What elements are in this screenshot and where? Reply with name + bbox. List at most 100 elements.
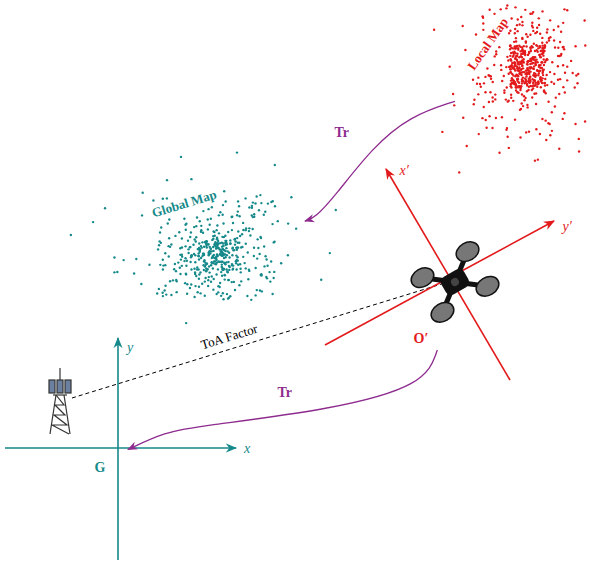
map-point bbox=[551, 61, 553, 63]
map-point bbox=[162, 295, 164, 297]
map-point bbox=[194, 261, 196, 263]
map-point bbox=[183, 218, 185, 220]
map-point bbox=[70, 234, 72, 236]
map-point bbox=[575, 74, 577, 76]
map-point bbox=[258, 253, 260, 255]
map-point bbox=[453, 104, 455, 106]
map-point bbox=[148, 264, 150, 266]
map-point bbox=[547, 122, 549, 124]
map-point bbox=[215, 247, 217, 249]
map-point bbox=[274, 164, 276, 166]
map-point bbox=[190, 283, 192, 285]
node-heading: Global Map bbox=[150, 188, 218, 221]
map-point bbox=[216, 237, 218, 239]
map-point bbox=[523, 45, 525, 47]
map-point bbox=[533, 43, 535, 45]
map-point bbox=[224, 256, 226, 258]
map-point bbox=[528, 78, 530, 80]
map-point bbox=[189, 236, 191, 238]
map-point bbox=[232, 247, 234, 249]
map-point bbox=[158, 288, 160, 290]
map-point bbox=[521, 21, 523, 23]
map-point bbox=[557, 55, 559, 57]
map-point bbox=[564, 91, 566, 93]
map-point bbox=[214, 263, 216, 265]
map-point bbox=[202, 210, 204, 212]
map-point bbox=[198, 255, 200, 257]
map-point bbox=[532, 11, 534, 13]
map-point bbox=[517, 86, 519, 88]
map-point bbox=[184, 257, 186, 259]
map-point bbox=[201, 246, 203, 248]
map-point bbox=[512, 74, 514, 76]
map-point bbox=[258, 209, 260, 211]
map-point bbox=[482, 29, 484, 31]
map-point bbox=[184, 245, 186, 247]
map-point bbox=[570, 60, 572, 62]
map-point bbox=[490, 78, 492, 80]
map-point bbox=[534, 79, 536, 81]
map-point bbox=[164, 264, 166, 266]
map-point bbox=[559, 78, 561, 80]
map-point bbox=[237, 210, 239, 212]
map-point bbox=[519, 136, 521, 138]
map-point bbox=[200, 231, 202, 233]
map-point bbox=[196, 268, 198, 270]
map-point bbox=[206, 240, 208, 242]
map-point bbox=[241, 246, 243, 248]
map-point bbox=[525, 69, 527, 71]
toa-line bbox=[72, 282, 448, 398]
map-point bbox=[251, 205, 253, 207]
map-point bbox=[500, 69, 502, 71]
map-point bbox=[254, 267, 256, 269]
map-point bbox=[512, 47, 514, 49]
map-point bbox=[541, 37, 543, 39]
map-point bbox=[231, 281, 233, 283]
map-point bbox=[511, 62, 513, 64]
map-point bbox=[510, 52, 512, 54]
map-point bbox=[517, 63, 519, 65]
map-point bbox=[204, 277, 206, 279]
edge-label: Tr bbox=[276, 385, 295, 400]
map-point bbox=[551, 130, 553, 132]
map-point bbox=[516, 24, 518, 26]
map-point bbox=[217, 285, 219, 287]
map-point bbox=[166, 197, 168, 199]
map-point bbox=[495, 50, 497, 52]
map-point bbox=[260, 274, 262, 276]
map-point bbox=[194, 285, 196, 287]
map-point bbox=[190, 254, 192, 256]
map-point bbox=[237, 200, 239, 202]
map-point bbox=[538, 24, 540, 26]
node-heading: G bbox=[95, 460, 106, 475]
map-point bbox=[547, 101, 549, 103]
map-point bbox=[239, 268, 241, 270]
map-point bbox=[203, 269, 205, 271]
map-point bbox=[527, 60, 529, 62]
map-point bbox=[486, 67, 488, 69]
map-point bbox=[489, 91, 491, 93]
map-point bbox=[174, 235, 176, 237]
map-point bbox=[544, 84, 546, 86]
map-point bbox=[201, 241, 203, 243]
map-point bbox=[156, 292, 158, 294]
map-point bbox=[231, 229, 233, 231]
map-point bbox=[221, 275, 223, 277]
map-point bbox=[196, 216, 198, 218]
map-point bbox=[249, 234, 251, 236]
map-point bbox=[484, 76, 486, 78]
map-point bbox=[222, 222, 224, 224]
map-point bbox=[506, 86, 508, 88]
map-point bbox=[518, 23, 520, 25]
map-point bbox=[158, 244, 160, 246]
map-point bbox=[225, 268, 227, 270]
map-point bbox=[546, 84, 548, 86]
map-point bbox=[260, 237, 262, 239]
map-point bbox=[217, 268, 219, 270]
map-point bbox=[513, 41, 515, 43]
map-point bbox=[512, 100, 514, 102]
map-point bbox=[273, 240, 275, 242]
map-point bbox=[528, 81, 530, 83]
map-point bbox=[546, 31, 548, 33]
